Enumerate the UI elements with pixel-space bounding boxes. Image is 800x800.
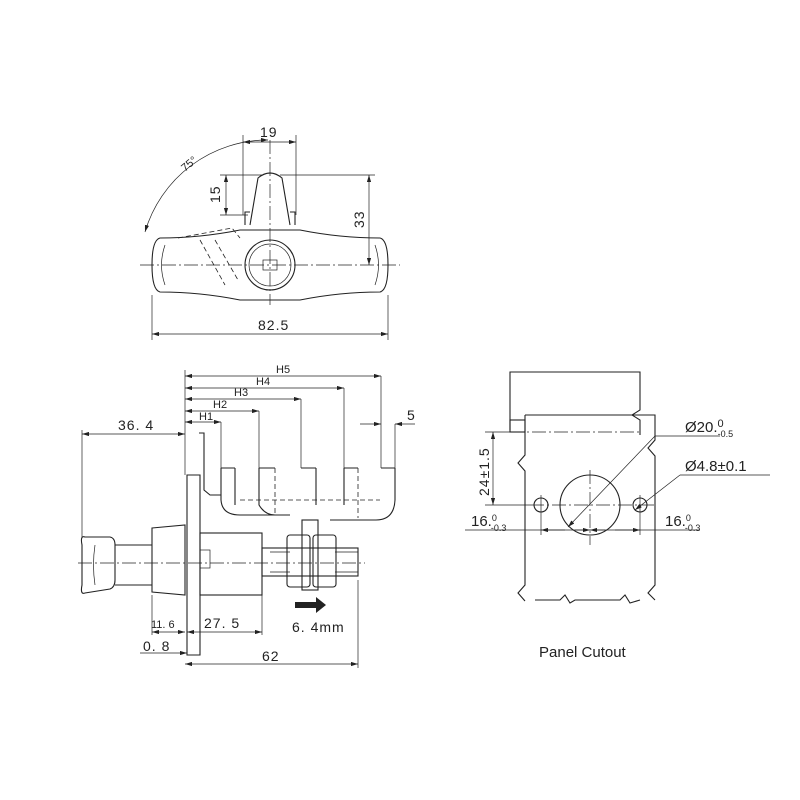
dim-27-5: 27. 5 — [204, 615, 240, 631]
h3-label: H3 — [234, 387, 248, 399]
panel-cutout-title: Panel Cutout — [539, 644, 627, 661]
offset-right-label: 16.0-0.3 — [665, 513, 700, 533]
side-view: H5 H4 H3 H2 H1 5 — [78, 364, 416, 668]
dim-5: 5 — [407, 407, 416, 423]
lock-body — [199, 532, 263, 596]
dim-19: 19 — [260, 124, 278, 140]
nut-1 — [286, 534, 311, 588]
dim-15: 15 — [207, 185, 223, 203]
h5-label: H5 — [276, 364, 290, 376]
dim-62: 62 — [262, 648, 280, 664]
dim-0-8: 0. 8 — [143, 638, 170, 654]
angle-label: 75° — [179, 154, 199, 174]
h2-label: H2 — [213, 399, 227, 411]
h1-label: H1 — [199, 411, 213, 423]
h4-label: H4 — [256, 376, 270, 388]
dim-36-4: 36. 4 — [118, 417, 154, 433]
nut-2 — [312, 534, 337, 588]
dim-33: 33 — [351, 210, 367, 228]
panel-cutout: 24±1.5 Ø20.0-0.5 Ø4.8±0.1 16.0-0.3 16.0-… — [465, 371, 770, 661]
rotated-handle-ghost — [177, 227, 241, 286]
small-hole-label: Ø4.8±0.1 — [685, 458, 747, 475]
main-hole-label: Ø20.0-0.5 — [685, 418, 733, 439]
travel-label: 6. 4mm — [292, 619, 345, 635]
dim-24: 24±1.5 — [476, 447, 492, 496]
travel-arrow-icon — [295, 597, 326, 613]
handle-nose — [80, 536, 116, 594]
cam-fork — [220, 467, 396, 521]
bezel — [151, 524, 186, 596]
handle-outline — [151, 229, 389, 301]
mounting-plate — [186, 474, 201, 656]
dim-82-5: 82.5 — [258, 317, 289, 333]
top-view: 75° 19 15 33 82.5 — [140, 124, 400, 340]
offset-left-label: 16.0-0.3 — [471, 513, 506, 533]
dim-11-6: 11. 6 — [151, 619, 175, 631]
